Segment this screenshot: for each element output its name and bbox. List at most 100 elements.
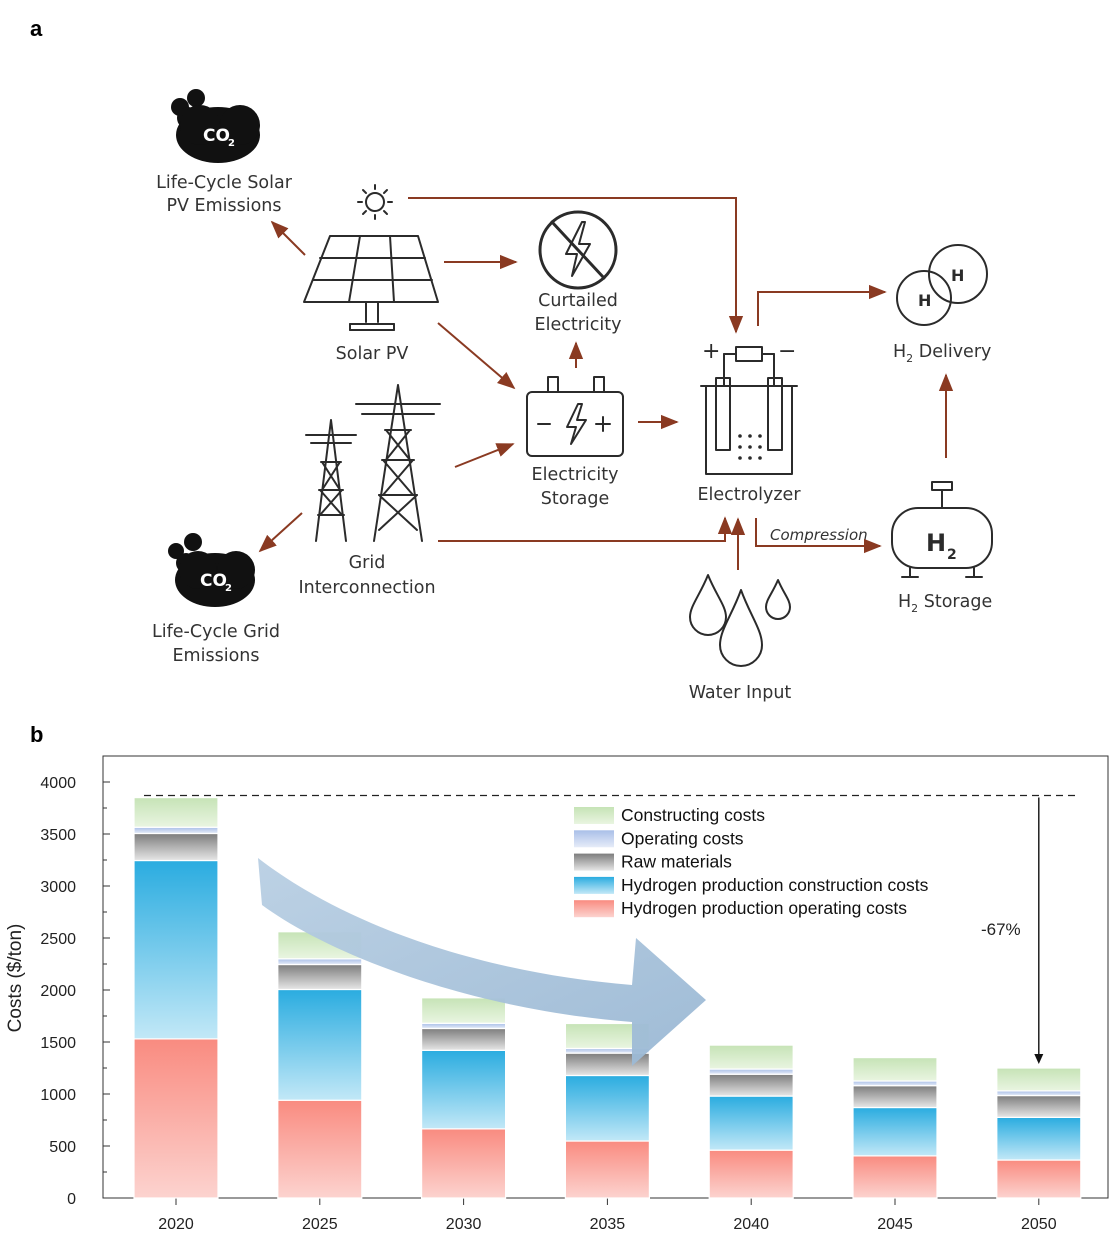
- cost-chart: b 0 500 1000 1500 2000 2500 3000 3500 4000 2020 2…: [5, 722, 1109, 1233]
- y-tick-label: 1000: [40, 1087, 76, 1104]
- bar-constructing-costs-2045: [852, 1057, 938, 1082]
- bar-stack-2035: [564, 1022, 651, 1199]
- h2-tank-icon: H 2: [891, 481, 993, 578]
- bar-hydrogen-production-construction-costs-2030: [421, 1049, 507, 1130]
- minus-sign: −: [778, 339, 796, 364]
- x-tick-label: 2020: [158, 1216, 194, 1233]
- grid-label-2: Interconnection: [298, 578, 435, 598]
- bar-hydrogen-production-operating-costs-2040: [708, 1149, 794, 1199]
- y-tick-label: 500: [49, 1139, 76, 1156]
- co2-text: CO: [203, 126, 230, 146]
- y-tick-label: 0: [67, 1191, 76, 1208]
- reduction-label: -67%: [981, 920, 1021, 939]
- panel-a-label: a: [30, 16, 43, 41]
- process-diagram: a CO 2 Life-Cycle Solar PV Emissions: [30, 16, 993, 703]
- y-tick-label: 4000: [40, 775, 76, 792]
- bar-raw-materials-2040: [708, 1073, 794, 1097]
- legend-label-raw-materials: Raw materials: [621, 852, 732, 872]
- bar-operating-costs-2030: [421, 1022, 507, 1030]
- h2-storage-label: H2 Storage: [898, 592, 992, 615]
- annotations: -67%: [144, 794, 1075, 1066]
- y-tick-label: 1500: [40, 1035, 76, 1052]
- legend-label-hydrogen-production-operating-costs: Hydrogen production operating costs: [621, 898, 907, 918]
- h2-molecule-icon: H H: [896, 244, 988, 326]
- bar-constructing-costs-2040: [708, 1044, 794, 1070]
- co2-cloud-icon: CO 2: [171, 89, 260, 163]
- bar-raw-materials-2050: [996, 1094, 1082, 1118]
- bar-hydrogen-production-operating-costs-2020: [133, 1038, 219, 1199]
- x-tick-label: 2045: [877, 1216, 913, 1233]
- bar-stack-2030: [421, 997, 507, 1199]
- y-tick-label: 2500: [40, 931, 76, 948]
- bar-hydrogen-production-operating-costs-2025: [277, 1099, 363, 1199]
- battery-icon: [526, 376, 624, 457]
- grid-emissions-label-2: Emissions: [173, 646, 260, 666]
- bar-hydrogen-production-construction-costs-2025: [277, 988, 363, 1101]
- x-tick-label: 2025: [302, 1216, 338, 1233]
- electrolyzer-icon: + −: [700, 339, 798, 475]
- sun-icon: [357, 184, 393, 220]
- legend-swatch-operating-costs: [574, 830, 614, 848]
- legend-label-operating-costs: Operating costs: [621, 828, 744, 848]
- bar-stack-2025: [277, 931, 363, 1199]
- reduction-arrowhead: [1034, 1054, 1044, 1064]
- panel-b-label: b: [30, 722, 43, 747]
- bar-constructing-costs-2030: [421, 997, 507, 1024]
- co2-subscript: 2: [228, 138, 235, 149]
- bar-operating-costs-2040: [708, 1068, 794, 1075]
- curtailed-label-1: Curtailed: [538, 291, 618, 311]
- bar-hydrogen-production-operating-costs-2045: [852, 1155, 938, 1199]
- storage-label-2: Storage: [541, 489, 609, 509]
- bar-hydrogen-production-operating-costs-2050: [996, 1159, 1082, 1199]
- grid-label-1: Grid: [349, 553, 386, 573]
- bar-stack-2020: [133, 796, 219, 1199]
- legend-label-constructing-costs: Constructing costs: [621, 805, 765, 825]
- bar-raw-materials-2045: [852, 1085, 938, 1109]
- bar-hydrogen-production-operating-costs-2030: [421, 1128, 507, 1199]
- x-tick-label: 2030: [446, 1216, 482, 1233]
- h2-delivery-label: H2 Delivery: [893, 342, 991, 365]
- h-atom-text: H: [918, 291, 931, 310]
- curtailed-electricity-icon: [538, 210, 618, 290]
- trend-arrow: [258, 858, 706, 1066]
- legend-swatch-raw-materials: [574, 853, 614, 871]
- bars: [133, 796, 1082, 1199]
- tank-h-text: H: [926, 529, 946, 557]
- x-tick-label: 2050: [1021, 1216, 1057, 1233]
- legend-label-hydrogen-production-construction-costs: Hydrogen production construction costs: [621, 875, 929, 895]
- legend-swatch-constructing-costs: [574, 807, 614, 824]
- bar-hydrogen-production-operating-costs-2035: [564, 1140, 651, 1199]
- bar-stack-2045: [852, 1057, 938, 1199]
- water-input-label: Water Input: [689, 683, 792, 703]
- electrolyzer-label: Electrolyzer: [697, 485, 801, 505]
- bar-hydrogen-production-construction-costs-2035: [564, 1074, 651, 1142]
- y-tick-label: 3000: [40, 879, 76, 896]
- bar-operating-costs-2045: [852, 1080, 938, 1087]
- co2-text: CO: [200, 571, 227, 591]
- y-axis: 0 500 1000 1500 2000 2500 3000 3500 4000: [40, 775, 110, 1208]
- bar-stack-2050: [996, 1067, 1082, 1199]
- storage-label-1: Electricity: [532, 465, 619, 485]
- y-axis-title: Costs ($/ton): [5, 924, 26, 1033]
- solar-panel-icon: [303, 235, 439, 331]
- grid-emissions-label-1: Life-Cycle Grid: [152, 622, 280, 642]
- x-tick-label: 2040: [733, 1216, 769, 1233]
- y-tick-label: 2000: [40, 983, 76, 1000]
- solar-emissions-label-2: PV Emissions: [166, 196, 281, 216]
- co2-cloud-icon: CO 2: [168, 533, 255, 607]
- bar-constructing-costs-2050: [996, 1067, 1082, 1092]
- bar-raw-materials-2030: [421, 1027, 507, 1051]
- co2-subscript: 2: [225, 583, 232, 594]
- bar-hydrogen-production-construction-costs-2020: [133, 859, 219, 1040]
- y-tick-label: 3500: [40, 827, 76, 844]
- grid-towers-icon: [305, 384, 441, 542]
- solar-pv-label: Solar PV: [336, 344, 409, 364]
- solar-emissions-label-1: Life-Cycle Solar: [156, 173, 293, 193]
- plus-sign: +: [702, 339, 720, 364]
- bar-hydrogen-production-construction-costs-2050: [996, 1116, 1082, 1161]
- h-atom-text: H: [951, 266, 964, 285]
- bar-hydrogen-production-construction-costs-2045: [852, 1106, 938, 1157]
- curtailed-label-2: Electricity: [535, 315, 622, 335]
- bar-operating-costs-2020: [133, 826, 219, 835]
